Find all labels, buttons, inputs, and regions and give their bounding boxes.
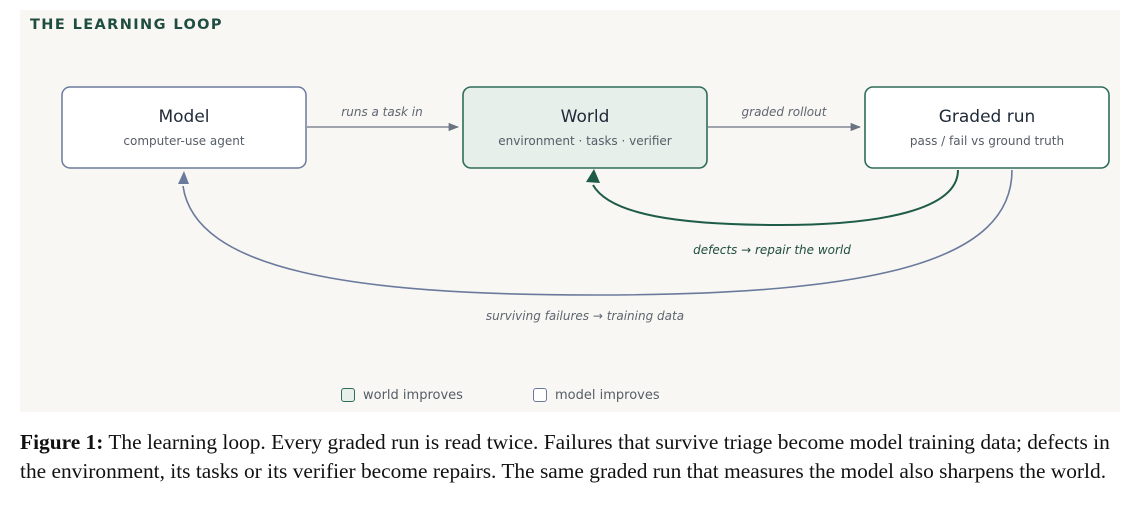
legend-world-improves: world improves xyxy=(341,385,463,405)
repair-loop-arrow xyxy=(592,169,959,227)
legend-model-label: model improves xyxy=(555,387,660,403)
world-node-subtitle: environment · tasks · verifier xyxy=(498,134,672,148)
world-node: World environment · tasks · verifier xyxy=(462,86,708,169)
training-loop-arrow xyxy=(182,169,1013,296)
graded-run-node-title: Graded run xyxy=(939,107,1036,127)
figure-caption: Figure 1: The learning loop. Every grade… xyxy=(20,428,1122,485)
legend-model-improves: model improves xyxy=(533,385,660,405)
graded-rollout-label: graded rollout xyxy=(742,105,828,119)
repair-loop-label: defects → repair the world xyxy=(693,243,851,257)
learning-loop-figure: THE LEARNING LOOP Model computer-use age… xyxy=(20,10,1120,412)
model-node: Model computer-use agent xyxy=(61,86,307,169)
caption-label: Figure 1: xyxy=(20,430,104,454)
runs-task-label: runs a task in xyxy=(341,105,422,119)
training-loop-label: surviving failures → training data xyxy=(486,309,684,323)
model-swatch xyxy=(533,388,547,402)
world-node-title: World xyxy=(561,107,610,127)
repair-arrowhead xyxy=(586,169,600,183)
training-arrowhead xyxy=(178,171,189,184)
loop-diagram: Model computer-use agent World environme… xyxy=(61,86,1110,323)
figure-title: THE LEARNING LOOP xyxy=(30,17,223,33)
caption-text: The learning loop. Every graded run is r… xyxy=(20,430,1110,483)
model-node-title: Model xyxy=(158,107,209,127)
model-node-subtitle: computer-use agent xyxy=(123,134,244,148)
graded-run-node-subtitle: pass / fail vs ground truth xyxy=(910,134,1064,148)
world-swatch xyxy=(341,388,355,402)
graded-run-node: Graded run pass / fail vs ground truth xyxy=(864,86,1110,169)
legend-world-label: world improves xyxy=(363,387,463,403)
